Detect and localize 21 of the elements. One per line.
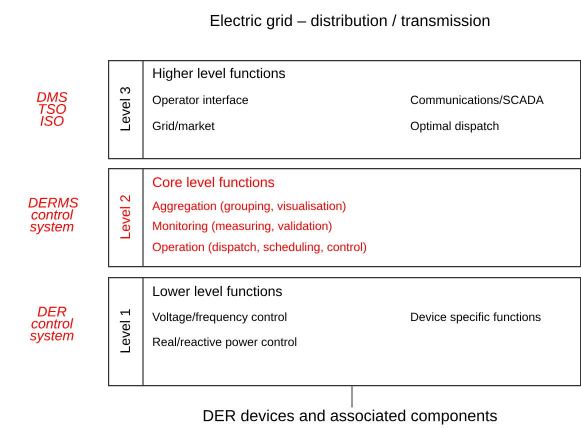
function-text: Optimal dispatch xyxy=(410,121,498,132)
function-text: Communications/SCADA xyxy=(410,95,544,104)
function-text: Real/reactive power control xyxy=(153,337,296,348)
level-label: Level 3 xyxy=(120,87,130,130)
title: Electric grid – distribution / transmission xyxy=(210,14,490,30)
function-text: Operator interface xyxy=(152,95,248,106)
heading: Higher level functions xyxy=(153,68,285,81)
side-label: DER control system xyxy=(30,306,74,344)
side-label: DMS TSO ISO xyxy=(36,92,68,126)
function-text: Aggregation (grouping, visualisation) xyxy=(152,201,346,212)
level-label: Level 2 xyxy=(120,195,130,238)
function-text: Monitoring (measuring, validation) xyxy=(153,221,332,232)
heading: Core level functions xyxy=(152,176,274,188)
side-label: DERMS control system xyxy=(28,198,78,234)
function-text: Grid/market xyxy=(152,121,215,130)
function-text: Device specific functions xyxy=(411,312,541,324)
caption-text: DER devices and associated components xyxy=(204,410,497,424)
heading: Lower level functions xyxy=(153,286,282,296)
level-label: Level 1 xyxy=(120,309,130,352)
function-text: Operation (dispatch, scheduling, control) xyxy=(152,242,366,254)
function-text: Voltage/frequency control xyxy=(152,312,286,324)
